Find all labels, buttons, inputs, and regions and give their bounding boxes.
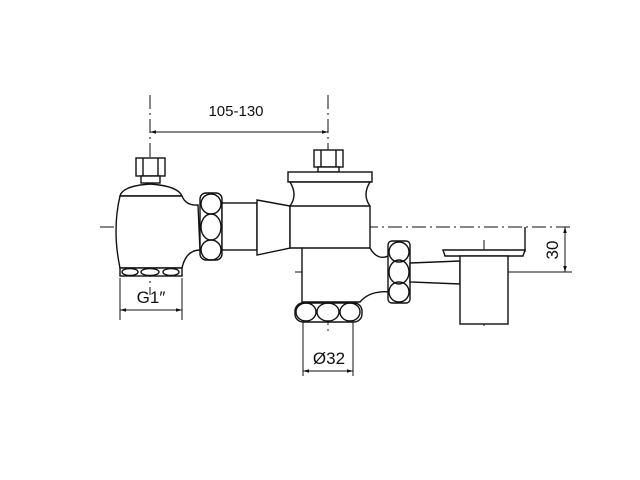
outlet-spud	[409, 227, 526, 325]
flush-valve	[287, 149, 391, 323]
inlet-valve	[115, 157, 201, 277]
dimension-label: 105-130	[208, 103, 263, 120]
dimension-center-distance: 105-130	[150, 103, 328, 134]
dimension-label: G1″	[137, 288, 166, 307]
dimension-label: 30	[543, 241, 562, 260]
coupling-nut	[199, 192, 223, 261]
connecting-pipe	[221, 199, 291, 256]
dimension-inlet-thread: G1″	[119, 278, 183, 320]
dimension-outlet-diameter: Ø32	[302, 322, 354, 376]
dimension-label: Ø32	[313, 349, 345, 368]
dimension-offset-height: 30	[508, 227, 572, 273]
outlet-nut	[387, 240, 411, 304]
